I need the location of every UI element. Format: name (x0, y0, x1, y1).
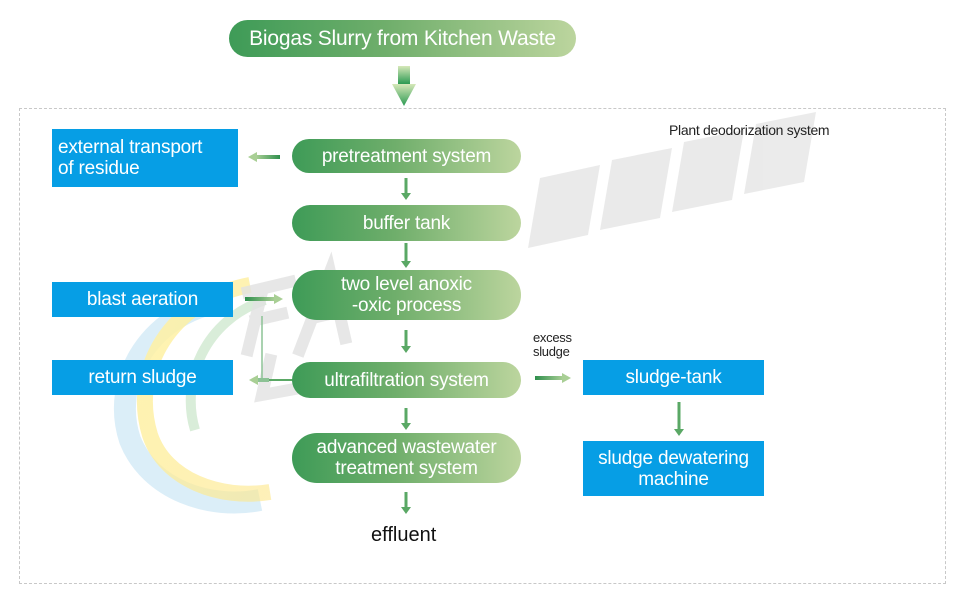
edge-label-line: excess (533, 330, 572, 345)
sludge-dewatering-box: sludge dewatering machine (583, 441, 764, 496)
arrow-down-icon (401, 243, 411, 268)
source-node-label: Biogas Slurry from Kitchen Waste (249, 27, 556, 50)
node-label: ultrafiltration system (324, 369, 489, 391)
blast-aeration-box: blast aeration (52, 282, 233, 317)
excess-sludge-label: excess sludge (533, 331, 572, 359)
arrow-down-icon (401, 330, 411, 353)
source-node: Biogas Slurry from Kitchen Waste (229, 20, 576, 57)
buffer-tank-node: buffer tank (292, 205, 521, 241)
anoxic-oxic-node: two level anoxic -oxic process (292, 270, 521, 320)
sludge-tank-box: sludge-tank (583, 360, 764, 395)
advanced-treatment-node: advanced wastewater treatment system (292, 433, 521, 483)
arrow-right-icon (535, 373, 571, 383)
plant-system-frame (19, 108, 946, 584)
arrow-left-icon (248, 152, 280, 162)
watermark-chinese-mark (528, 112, 816, 248)
node-label: treatment system (335, 458, 478, 479)
box-label: sludge-tank (625, 367, 722, 388)
return-sludge-connector (249, 316, 296, 385)
arrow-down-icon (401, 408, 411, 430)
box-label: sludge dewatering (598, 447, 749, 469)
pretreatment-node: pretreatment system (292, 139, 521, 173)
arrow-down-icon (401, 492, 411, 514)
arrow-down-icon (401, 178, 411, 200)
box-label: return sludge (88, 367, 197, 388)
node-label: -oxic process (351, 295, 462, 316)
box-label: of residue (58, 158, 140, 179)
arrow-right-icon (245, 294, 283, 304)
return-sludge-box: return sludge (52, 360, 233, 395)
frame-label: Plant deodorization system (669, 122, 830, 138)
node-label: pretreatment system (321, 145, 492, 167)
effluent-label: effluent (371, 524, 437, 546)
ultrafiltration-node: ultrafiltration system (292, 362, 521, 398)
arrow-down-large-icon (392, 66, 416, 106)
node-label: buffer tank (362, 212, 451, 234)
arrow-down-icon (674, 402, 684, 436)
node-label: advanced wastewater (316, 437, 497, 458)
box-label: blast aeration (86, 289, 199, 310)
edge-label-line: sludge (533, 344, 570, 359)
box-label: machine (638, 468, 709, 490)
box-label: external transport (58, 137, 203, 158)
external-transport-box: external transport of residue (52, 129, 238, 187)
node-label: two level anoxic (341, 274, 472, 295)
